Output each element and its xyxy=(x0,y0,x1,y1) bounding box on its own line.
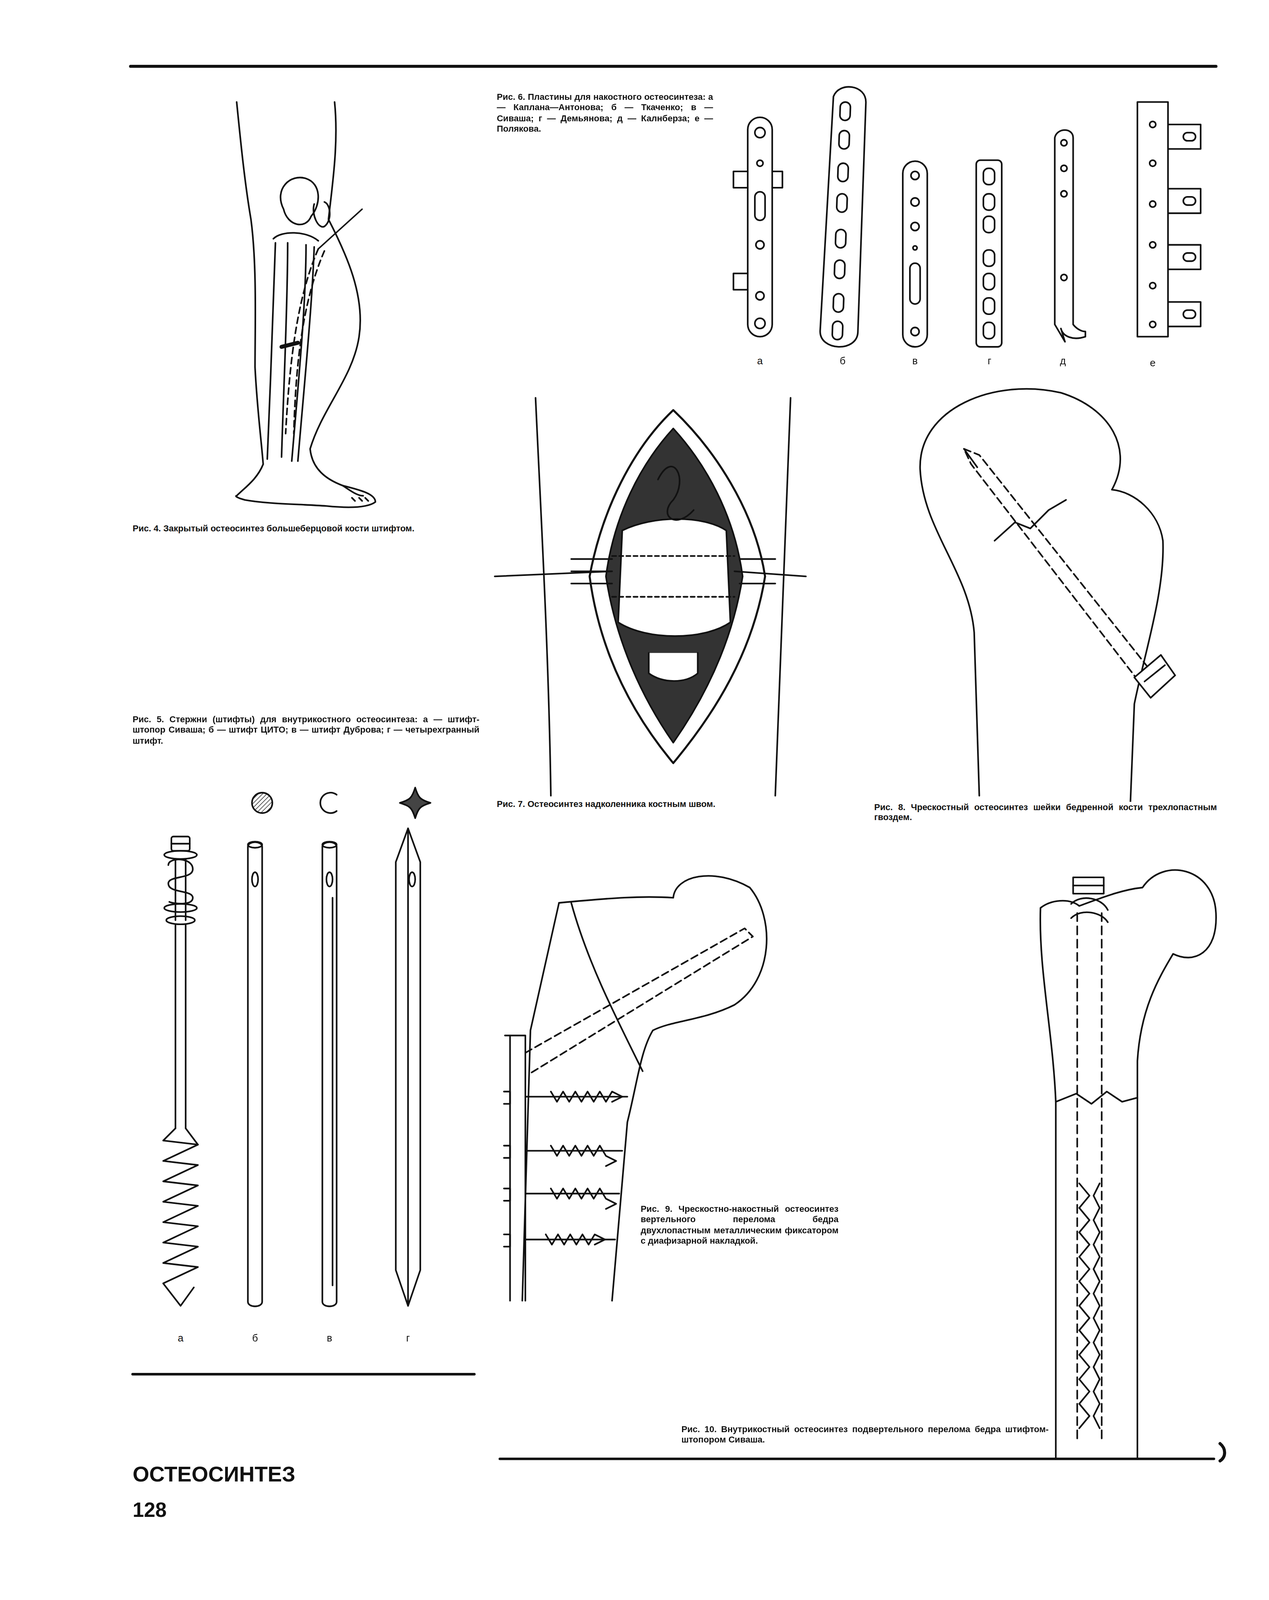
plate-letter: д xyxy=(1050,355,1076,368)
figure-caption: Рис. 5. Стержни (штифты) для внутрикостн… xyxy=(132,714,480,746)
rods-figure xyxy=(163,787,431,1306)
figure-caption: Рис. 4. Закрытый остеосинтез большеберцо… xyxy=(132,523,480,534)
plates-figure xyxy=(733,86,1201,348)
figure-caption: Рис. 10. Внутрикостный остеосинтез подве… xyxy=(681,1424,1049,1446)
figure-caption: Рис. 6. Пластины для накостного остеосин… xyxy=(496,91,714,135)
plate-letter: е xyxy=(1140,357,1166,370)
rod-letter: а xyxy=(168,1332,193,1345)
leg-figure xyxy=(235,102,376,508)
plate-letter: в xyxy=(902,355,928,368)
plate-letter: а xyxy=(747,355,773,368)
figure-caption: Рис. 7. Остеосинтез надколенника костным… xyxy=(496,798,834,809)
figure-caption: Рис. 9. Чрескостно-накостный остеосинтез… xyxy=(640,1203,839,1246)
rod-letter: б xyxy=(242,1332,268,1345)
rod-letter: в xyxy=(317,1332,343,1345)
plate-letter: г xyxy=(977,355,1002,368)
figure-caption: Рис. 8. Чрескостный остеосинтез шейки бе… xyxy=(874,801,1217,823)
femur-nail-figure xyxy=(1040,870,1225,1462)
plate-letter: б xyxy=(830,355,856,368)
rod-letter: г xyxy=(395,1332,421,1345)
knee-figure xyxy=(494,397,806,796)
femur-neck-figure xyxy=(920,388,1176,807)
page-number: 128 xyxy=(132,1497,214,1523)
running-title: ОСТЕОСИНТЕЗ xyxy=(132,1460,398,1487)
